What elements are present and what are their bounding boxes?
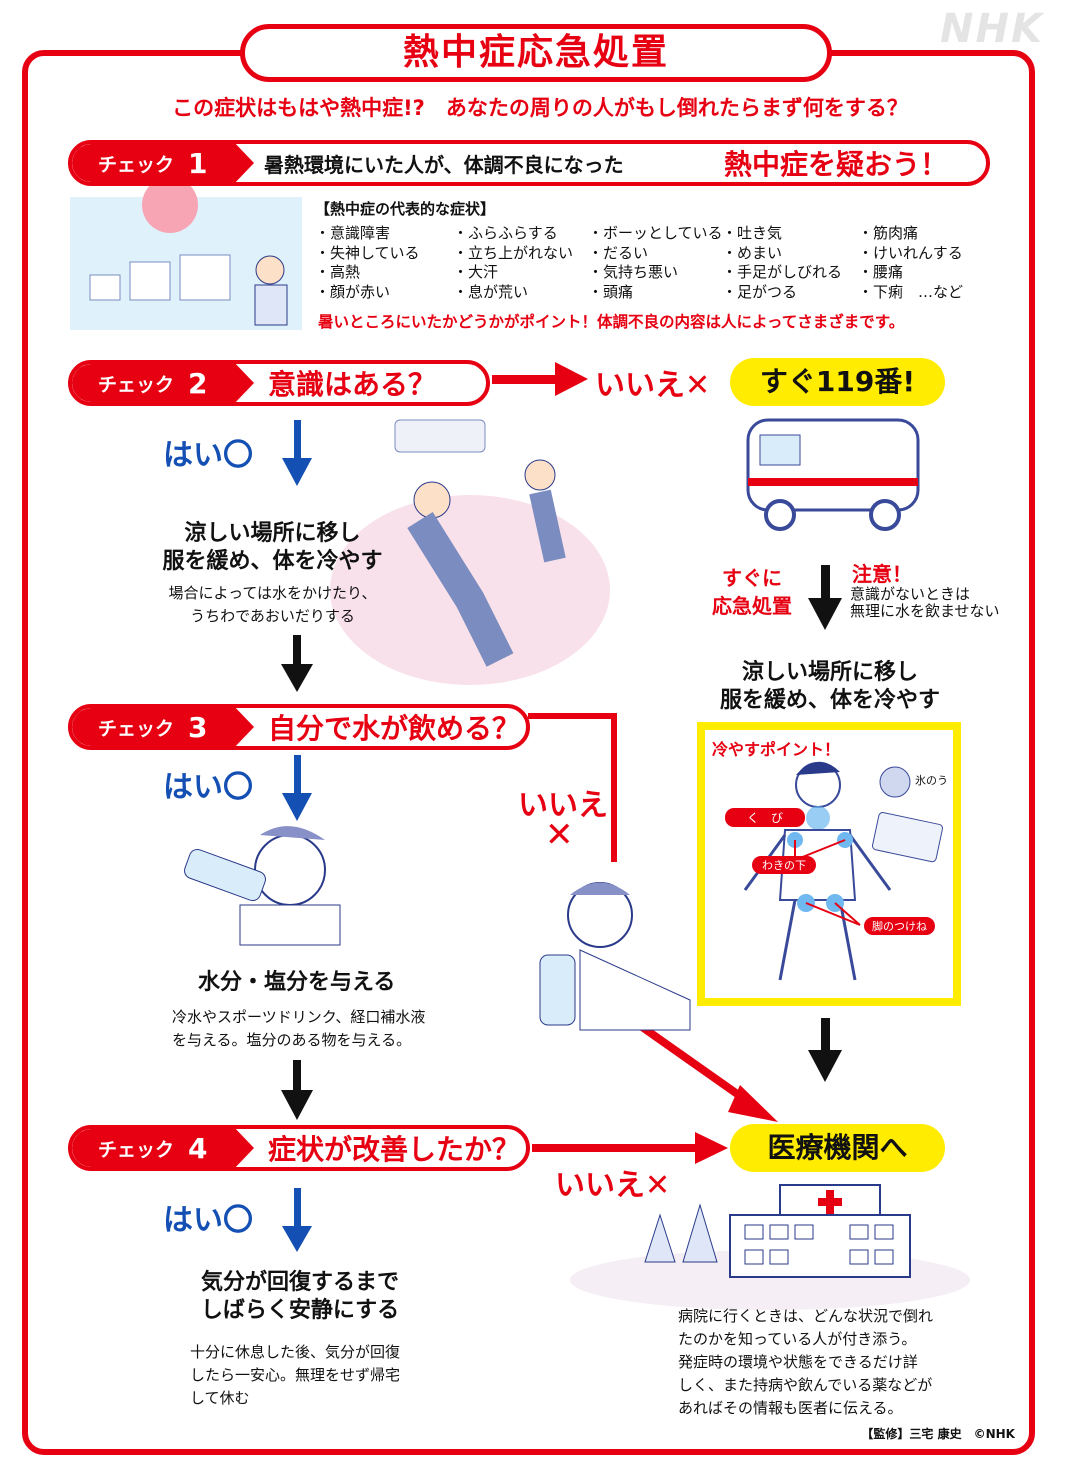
ambulance-illustration <box>746 418 920 531</box>
check3-yes-detail: 冷水やスポーツドリンク、経口補水液を与える。塩分のある物を与える。 <box>172 1008 426 1049</box>
check3-yes: はい〇 <box>163 770 253 805</box>
check1-result: 熱中症を疑おう！ <box>724 148 949 181</box>
label-groin: 脚のつけね <box>864 917 935 935</box>
caution-title: 注意！ <box>852 562 912 586</box>
cooling-points-box <box>697 722 961 1006</box>
check4-yes-detail: 十分に休息した後、気分が回復したら一安心。無理をせず帰宅して休む <box>190 1343 401 1407</box>
symptom-column: ・吐き気・めまい・手足がしびれる・足がつる <box>722 224 843 301</box>
check4-yes-action: 気分が回復するまでしばらく安静にする <box>200 1270 400 1323</box>
emergency-label: すぐに応急処置 <box>712 566 792 618</box>
page-title: 熱中症応急処置 <box>240 24 832 82</box>
check3-question: 自分で水が飲める？ <box>268 712 521 745</box>
check2-question: 意識はある？ <box>268 368 437 401</box>
symptom-column: ・ボーッとしている・だるい・気持ち悪い・頭痛 <box>588 224 723 301</box>
check1-text: 暑熱環境にいた人が、体調不良になった <box>264 152 624 177</box>
check3-yes-action: 水分・塩分を与える <box>198 970 396 995</box>
call-119-badge: すぐ119番! <box>730 358 945 406</box>
arrow-check4-no <box>532 1132 728 1164</box>
drinking-person-illustration <box>184 826 341 946</box>
symptoms-header: 【熱中症の代表的な症状】 <box>315 200 496 218</box>
medical-institution-badge: 医療機関へ <box>730 1124 945 1172</box>
check4-yes: はい〇 <box>163 1203 253 1238</box>
check4-no: いいえ✕ <box>555 1168 671 1203</box>
label-neck: く び <box>725 808 806 827</box>
check4-question: 症状が改善したか？ <box>268 1133 521 1166</box>
cooling-points-illustration <box>743 761 943 981</box>
hot-city-illustration <box>70 177 302 330</box>
symptom-column: ・ふらふらする・立ち上がれない・大汗・息が荒い <box>453 224 574 301</box>
label-ice-bag: 氷のう <box>915 774 948 787</box>
symptoms-note: 暑いところにいたかどうかがポイント！体調不良の内容は人によってさまざまです。 <box>318 313 905 331</box>
hospital-illustration <box>570 1184 970 1310</box>
check3-no: いいえ <box>518 788 608 823</box>
caution-text: 意識がないときは無理に水を飲ませない <box>850 585 1000 620</box>
check2-no: いいえ✕ <box>595 368 711 403</box>
tired-person-illustration <box>539 882 691 1031</box>
check3-no-mark: ✕ <box>545 815 574 855</box>
arrow-check2-no <box>492 362 588 396</box>
arrow-check3-no-line <box>528 713 617 862</box>
check2-yes-action: 涼しい場所に移し服を緩め、体を冷やす <box>162 521 383 574</box>
arrow-diagonal <box>622 1011 778 1122</box>
check2-yes-detail: 場合によっては水をかけたり、うちわであおいだりする <box>168 584 377 625</box>
emergency-action: 涼しい場所に移し服を緩め、体を冷やす <box>719 660 940 713</box>
credit: 【監修】三宅 康史 ©NHK <box>861 1427 1015 1441</box>
check2-yes: はい〇 <box>163 438 253 473</box>
subtitle: この症状はもはや熱中症!? あなたの周りの人がもし倒れたらまず何をする？ <box>172 96 908 120</box>
cooling-title: 冷やすポイント！ <box>712 740 841 759</box>
hospital-note: 病院に行くときは、どんな状況で倒れたのかを知っている人が付き添う。発症時の環境や… <box>678 1307 934 1417</box>
label-armpit: わきの下 <box>752 856 816 874</box>
black-arrow-down <box>281 565 842 1120</box>
collapsed-person-illustration <box>330 419 610 685</box>
symptom-column: ・筋肉痛・けいれんする・腰痛・下痢 …など <box>858 224 964 301</box>
blue-arrow-yes <box>282 420 312 1252</box>
symptom-column: ・意識障害・失神している・高熱・顔が赤い <box>315 224 420 301</box>
nhk-watermark: NHK <box>940 6 1044 52</box>
